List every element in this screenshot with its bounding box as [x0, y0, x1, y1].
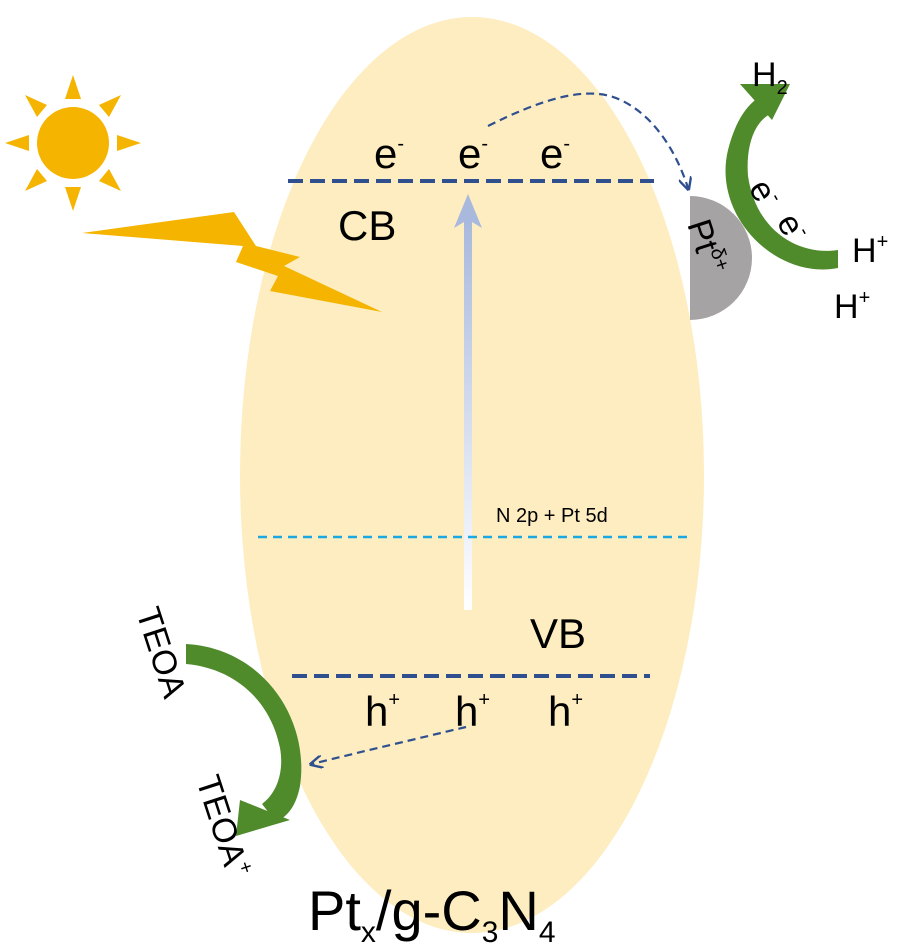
electron-transfer-arrow — [487, 92, 688, 188]
diagram-title: Ptx/g-C3N4 — [308, 879, 556, 949]
h2-evolution-arrow — [725, 92, 838, 270]
electron-label: e- — [458, 130, 488, 177]
electron-label: e- — [540, 130, 570, 177]
lightning-bolt-icon — [82, 212, 382, 312]
pt-cocatalyst — [690, 196, 752, 320]
h2-evolution-arrowhead — [740, 84, 790, 120]
proton-label: H+ — [852, 231, 888, 270]
hole-label: h+ — [365, 688, 400, 735]
sun-icon — [5, 75, 141, 211]
teoa-oxidation-arrow — [186, 644, 302, 822]
hole-label: h+ — [548, 688, 583, 735]
hole-label: h+ — [455, 688, 490, 735]
hole-transfer-arrow — [312, 725, 467, 764]
teoa-oxidation-arrowhead — [236, 800, 290, 836]
proton-label: H+ — [834, 287, 870, 326]
h2-label: H2 — [752, 56, 788, 99]
teoa-label: TEOA — [128, 603, 193, 703]
cb-label: CB — [338, 202, 396, 249]
midgap-label: N 2p + Pt 5d — [496, 505, 608, 527]
vb-label: VB — [530, 610, 586, 657]
electron-label: e- — [374, 130, 404, 177]
excitation-arrow — [454, 194, 482, 610]
